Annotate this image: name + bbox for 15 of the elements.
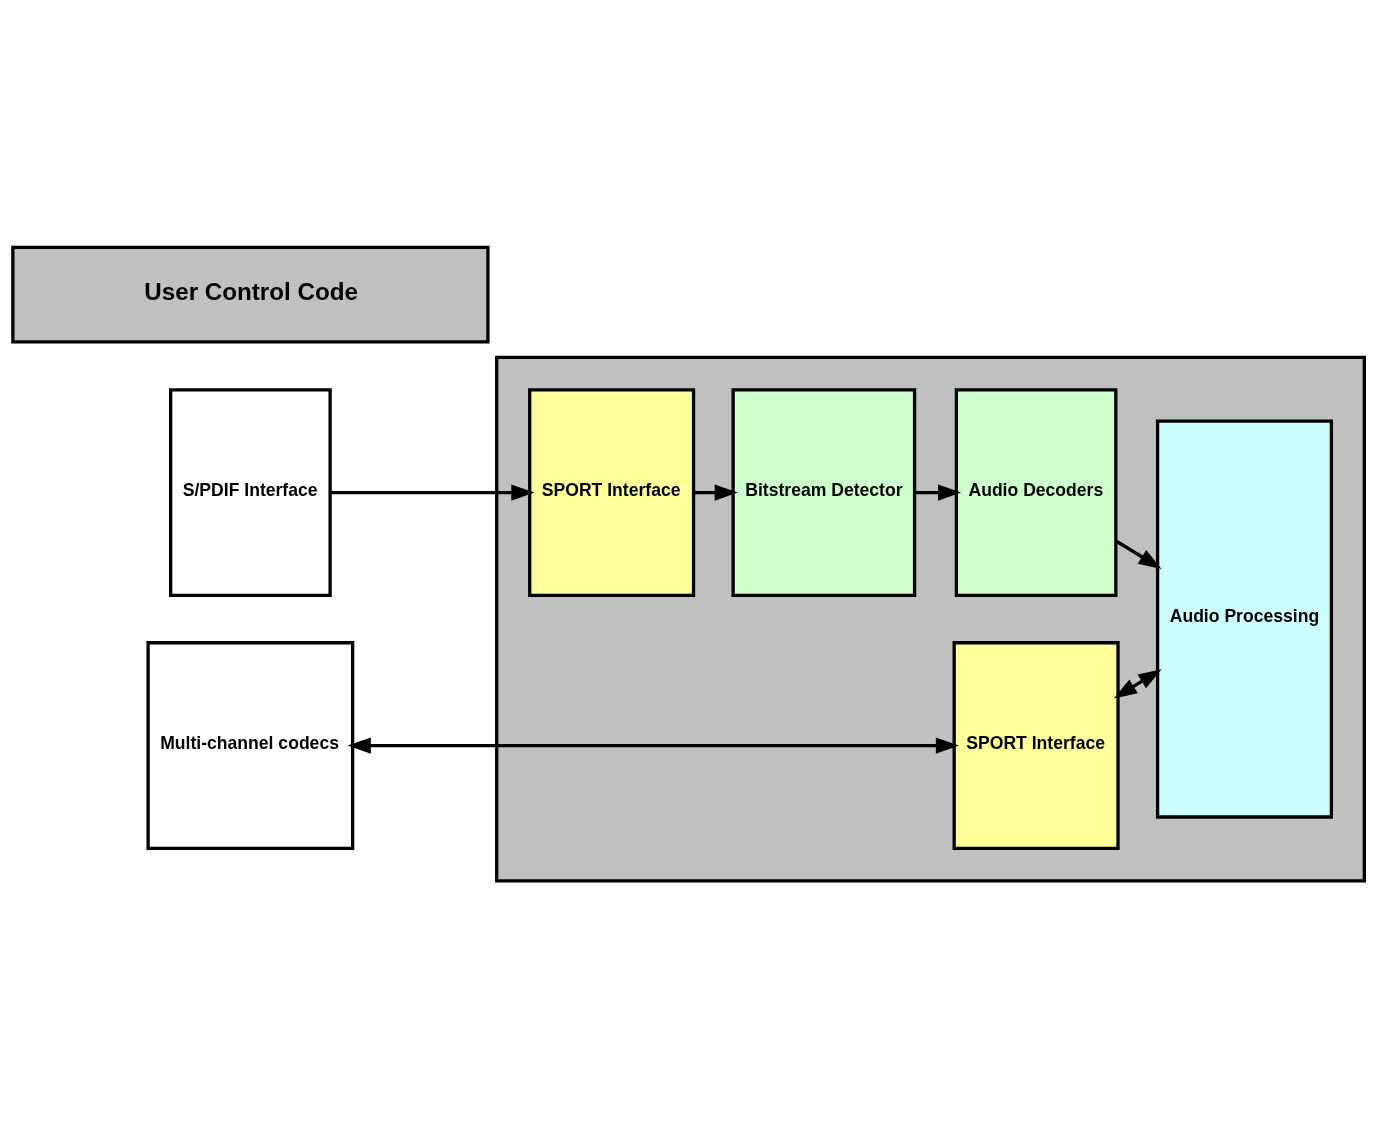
- node-box: S/PDIF Interface: [169, 387, 332, 597]
- arrow: [693, 484, 738, 501]
- arrow: [347, 736, 959, 754]
- arrow: [1115, 539, 1162, 569]
- cluster: [495, 355, 1366, 882]
- node-box: Audio Processing: [1155, 419, 1333, 819]
- node-box: SPORT Interface: [952, 640, 1120, 850]
- node-box: SPORT Interface: [528, 387, 696, 597]
- node-box: Multi-channel codecs: [146, 640, 355, 850]
- node-box: Audio Decoders: [954, 387, 1118, 597]
- arrow: [914, 484, 962, 501]
- arrow: [330, 484, 535, 501]
- arrow: [1113, 668, 1162, 699]
- node-box: Bitstream Detector: [731, 387, 917, 597]
- node-box: User Control Code: [11, 245, 490, 344]
